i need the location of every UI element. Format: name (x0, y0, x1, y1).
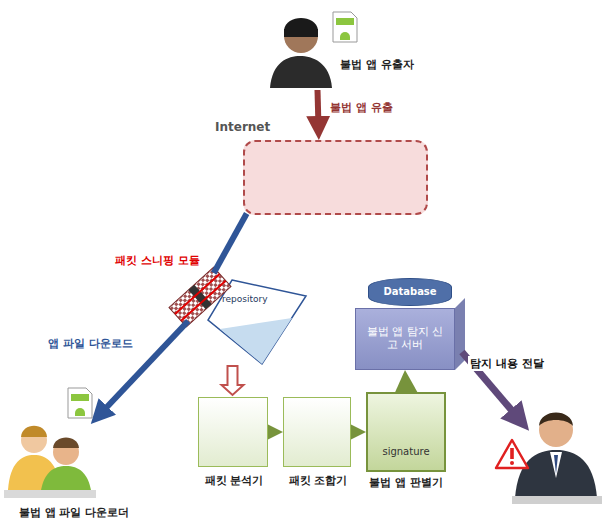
downloader-group: 불법 앱 파일 다운로더 (4, 424, 144, 524)
edge-label: 앱 파일 다운로드 (46, 336, 135, 351)
leaker-figure: 불법 앱 유출자 (262, 4, 412, 90)
connector-arrow (402, 380, 410, 392)
server-box: 불법 앱 탐지 신고 서버 (355, 308, 455, 370)
region-heading: Internet (215, 120, 270, 134)
repository-label: repository (222, 294, 268, 305)
admin-figure (496, 413, 602, 505)
edge-label: 불법 앱 유출 (328, 100, 395, 115)
server-label: 불법 앱 탐지 신고 서버 (362, 325, 448, 351)
apk-icon (333, 12, 357, 42)
connector-arrow (268, 430, 276, 435)
apk-icon (68, 388, 92, 418)
signature-label: signature (368, 446, 444, 458)
judge-box: signature불법 앱 판별기 (366, 392, 446, 472)
database-label: Database (369, 286, 451, 298)
process-label: 패킷 조합기 (276, 474, 360, 487)
process-label: 불법 앱 판별기 (358, 476, 454, 489)
connector-arrow (222, 366, 244, 395)
database-cylinder: Database (368, 278, 452, 306)
repository-funnel: repository (208, 280, 306, 364)
sniffing-module (169, 267, 231, 326)
callout-label: 탐지 내용 전달 (468, 356, 546, 371)
actor-label: 불법 앱 파일 다운로더 (4, 506, 144, 519)
connector-arrow (214, 214, 247, 274)
hacker-figure (270, 18, 332, 88)
connector-arrow (351, 430, 359, 435)
process-label: 패킷 분석기 (193, 474, 275, 487)
connector-arrow (318, 90, 319, 131)
analyzer-box: 패킷 분석기 (198, 397, 268, 467)
module-label: 패킷 스니핑 모듈 (115, 254, 200, 267)
downloader-figures (4, 426, 96, 498)
internet-cloud: Internet (243, 140, 428, 215)
server-side (455, 298, 465, 370)
sniffing-module: 패킷 스니핑 모듈 (172, 272, 230, 322)
assembler-box: 패킷 조합기 (283, 397, 351, 467)
actor-label: 불법 앱 유출자 (340, 58, 414, 71)
